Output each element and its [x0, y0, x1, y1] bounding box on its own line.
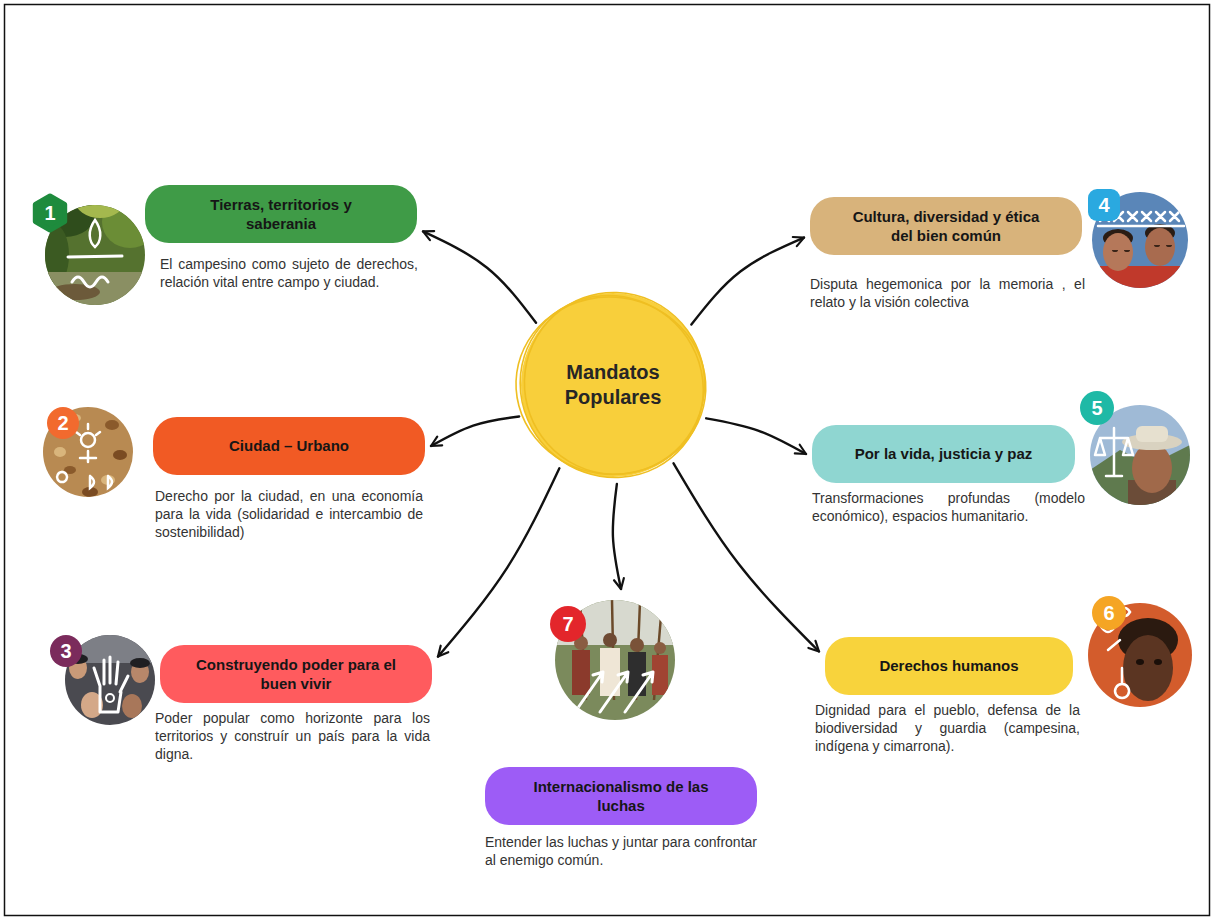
rect	[1092, 266, 1188, 288]
page-frame	[5, 5, 1210, 916]
circle	[81, 433, 95, 447]
connector-arrow	[706, 418, 806, 454]
connectors	[423, 231, 819, 656]
circle	[654, 642, 666, 654]
hub-scribble	[483, 258, 741, 515]
ellipse	[113, 450, 127, 460]
mandate-description: Transformaciones profundas (modelo econó…	[812, 489, 1085, 525]
connector-arrow	[613, 484, 621, 589]
ellipse	[1136, 659, 1144, 665]
mandate-node: Construyendo poder para el buen vivirPod…	[160, 645, 432, 764]
rect	[652, 655, 668, 695]
hub-scribble	[504, 285, 717, 487]
callout-number: 3	[50, 635, 82, 667]
hub-blob	[518, 290, 708, 480]
connector-arrow	[691, 238, 804, 325]
ellipse	[1145, 228, 1175, 266]
mandate-description: Derecho por la ciudad, en una economía p…	[155, 487, 423, 542]
mandate-node: Derechos humanosDignidad para el pueblo,…	[825, 637, 1073, 756]
rect	[572, 650, 590, 695]
mandate-description: Dignidad para el pueblo, defensa de la b…	[815, 701, 1080, 756]
ellipse	[105, 420, 119, 430]
forest-photo	[35, 182, 158, 307]
rect	[43, 407, 133, 497]
mandate-node: Tierras, territorios y saberania El campe…	[145, 185, 417, 291]
rect	[45, 272, 145, 307]
path	[1112, 245, 1172, 252]
path	[72, 277, 108, 287]
mandate-node: Cultura, diversidad y ética del bien com…	[810, 197, 1082, 311]
connector-arrow	[674, 463, 819, 651]
ellipse	[75, 182, 125, 218]
number-badges	[35, 189, 1126, 667]
badge-shape	[50, 635, 82, 667]
badge-shape	[550, 606, 586, 642]
badge-shape	[1080, 391, 1114, 425]
mandate-title: Derechos humanos	[825, 637, 1073, 695]
hub-circle: Mandatos Populares	[518, 290, 708, 480]
hub-title: Mandatos Populares	[543, 360, 683, 410]
ellipse	[1103, 233, 1133, 271]
circle	[630, 638, 644, 652]
badge-shape	[47, 407, 79, 439]
ellipse	[1132, 443, 1172, 493]
path	[68, 256, 122, 257]
ellipse	[122, 694, 142, 718]
badge-shape	[1092, 596, 1126, 630]
path	[94, 657, 128, 712]
callout-number: 5	[1081, 392, 1113, 424]
callout-number: 2	[47, 407, 79, 439]
mandate-description: Entender las luchas y juntar para confro…	[485, 833, 757, 869]
connector-arrow	[423, 231, 536, 322]
seeds-photo	[43, 407, 133, 497]
mandate-node: Ciudad – UrbanoDerecho por la ciudad, en…	[153, 417, 425, 542]
mandate-node: Por la vida, justicia y pazTransformacio…	[812, 425, 1075, 525]
path	[90, 220, 101, 247]
ellipse	[1123, 635, 1173, 701]
path	[575, 672, 653, 712]
ellipse	[54, 447, 66, 457]
mandate-description: Disputa hegemonica por la memoria , el r…	[810, 275, 1085, 311]
mandate-description: El campesino como sujeto de derechos, re…	[160, 255, 418, 291]
callout-number: 6	[1093, 597, 1125, 629]
mandate-title: Tierras, territorios y saberania	[145, 185, 417, 243]
mandate-title: Cultura, diversidad y ética del bien com…	[810, 197, 1082, 255]
connector-arrow	[431, 416, 519, 446]
path	[57, 472, 112, 488]
rect	[1136, 426, 1168, 442]
path	[1095, 428, 1133, 476]
callout-number: 4	[1088, 189, 1120, 221]
badge-shape	[1088, 189, 1120, 221]
ellipse	[35, 193, 95, 237]
mandate-title: Por la vida, justicia y paz	[812, 425, 1075, 483]
circle	[603, 633, 617, 647]
mandate-title: Construyendo poder para el buen vivir	[160, 645, 432, 703]
circle	[106, 694, 114, 702]
mandate-description: Poder popular como horizonte para los te…	[155, 709, 430, 764]
callout-number: 1	[34, 197, 66, 229]
hub-scribble	[499, 267, 730, 500]
path	[76, 424, 100, 462]
mandate-node: Internacionalismo de las luchasEntender …	[485, 595, 757, 869]
mandate-title: Ciudad – Urbano	[153, 417, 425, 475]
callout-number: 7	[552, 608, 584, 640]
mandate-title: Internacionalismo de las luchas	[485, 767, 757, 825]
connector-arrow	[438, 468, 559, 656]
ellipse	[1154, 659, 1162, 665]
ellipse	[130, 658, 150, 668]
